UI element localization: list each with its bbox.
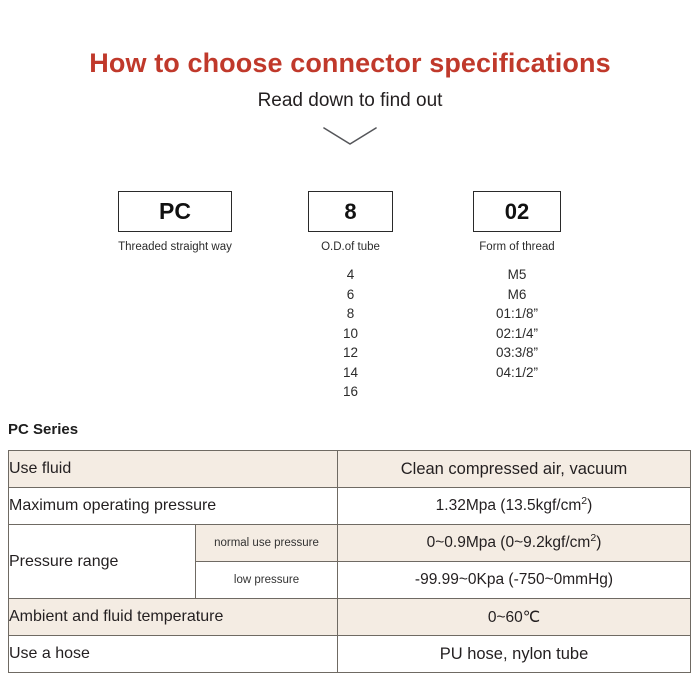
spec-label-ambient-fluid-temperature: Ambient and fluid temperature: [8, 598, 338, 636]
tube-od-option-list: 4 6 8 10 12 14 16: [295, 265, 406, 402]
spec-value-use-a-hose: PU hose, nylon tube: [337, 635, 691, 673]
spec-value-max-operating-pressure: 1.32Mpa (13.5kgf/cm2): [337, 487, 691, 525]
value-prefix: 1.32Mpa (13.5kgf/cm: [435, 497, 582, 514]
table-row: Maximum operating pressure 1.32Mpa (13.5…: [8, 487, 691, 525]
spec-value-low-pressure: -99.99~0Kpa (-750~0mmHg): [337, 561, 691, 599]
list-item: 8: [346, 306, 355, 321]
value-suffix: ): [596, 534, 602, 551]
list-item: M5: [507, 267, 527, 282]
list-item: 14: [342, 364, 359, 380]
list-item: 01:1/8”: [495, 306, 539, 321]
list-item: 6: [346, 286, 355, 302]
spec-value-normal-use-pressure: 0~0.9Mpa (0~9.2kgf/cm2): [337, 524, 691, 562]
code-box-thread-form: 02: [473, 191, 561, 232]
specification-table-body: Use fluid Clean compressed air, vacuum M…: [8, 450, 691, 673]
code-box-caption-series: Threaded straight way: [118, 241, 232, 253]
page-subtitle: Read down to find out: [257, 90, 443, 111]
table-row: Ambient and fluid temperature 0~60℃: [8, 598, 691, 636]
list-item: 16: [342, 384, 359, 399]
table-row: Pressure range normal use pressure 0~0.9…: [8, 524, 691, 599]
value-superscript: 2: [590, 531, 597, 544]
value-superscript: 2: [581, 494, 588, 507]
value-suffix: ): [587, 497, 593, 514]
list-item: 4: [346, 267, 355, 282]
spec-sublabel-low-pressure: low pressure: [195, 561, 338, 599]
code-box-caption-tube-od: O.D.of tube: [321, 241, 380, 253]
spec-value-ambient-fluid-temperature: 0~60℃: [337, 598, 691, 636]
series-label: PC Series: [8, 421, 79, 438]
page-title: How to choose connector specifications: [89, 48, 611, 78]
spec-label-use-a-hose: Use a hose: [8, 635, 338, 673]
list-item: 10: [342, 325, 359, 341]
spec-sublabel-normal-use-pressure: normal use pressure: [195, 524, 338, 562]
list-item: 04:1/2”: [495, 364, 539, 380]
chevron-down-icon: [323, 127, 377, 145]
list-item: 12: [342, 345, 359, 360]
table-row: Use a hose PU hose, nylon tube: [8, 635, 691, 673]
list-item: 03:3/8”: [495, 345, 539, 360]
code-box-tube-od: 8: [308, 191, 393, 232]
code-box-caption-thread-form: Form of thread: [479, 241, 555, 253]
code-box-series: PC: [118, 191, 232, 232]
spec-label-pressure-range: Pressure range: [8, 524, 196, 599]
spec-value-use-fluid: Clean compressed air, vacuum: [337, 450, 691, 488]
value-prefix: 0~0.9Mpa (0~9.2kgf/cm: [426, 534, 591, 551]
table-row: Use fluid Clean compressed air, vacuum: [8, 450, 691, 488]
list-item: M6: [507, 286, 527, 302]
spec-label-use-fluid: Use fluid: [8, 450, 338, 488]
list-item: 02:1/4”: [495, 325, 539, 341]
specification-table: Use fluid Clean compressed air, vacuum M…: [8, 450, 691, 673]
spec-label-max-operating-pressure: Maximum operating pressure: [8, 487, 338, 525]
